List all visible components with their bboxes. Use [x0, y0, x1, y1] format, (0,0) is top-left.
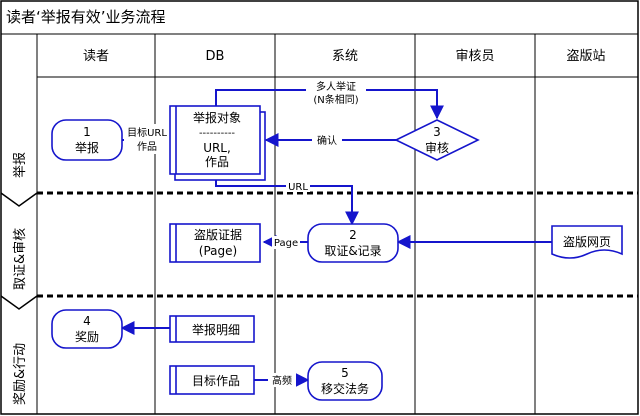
- db-label-evidence-page: (Page): [199, 244, 237, 258]
- db-detail-work: 作品: [205, 155, 229, 169]
- edge-label-bg: [306, 79, 366, 107]
- edge-label-bg: [272, 236, 300, 249]
- edge-label-n-same: (N条相同): [313, 93, 358, 106]
- edge-label-multi-evidence: 多人举证: [316, 80, 356, 93]
- phase-chevron: [0, 295, 38, 310]
- process-node-report: [51, 119, 123, 161]
- edge-label-bg: [312, 133, 342, 147]
- edge-label-high-frequency: 高频: [272, 374, 292, 387]
- row-label-report: 举报: [13, 152, 28, 178]
- db-record-report-object: [169, 105, 261, 175]
- db-record-target-work: [169, 365, 255, 395]
- edge-label-target-url: 目标URL: [127, 127, 167, 139]
- db-detail-url: URL,: [203, 141, 231, 155]
- document-node-pirate-page: [551, 225, 623, 259]
- db-record-report-detail: [169, 315, 255, 343]
- db-record-evidence: [169, 223, 261, 263]
- edge-label-confirm: 确认: [317, 134, 337, 147]
- db-label-evidence: 盗版证据: [194, 227, 242, 242]
- edge-object-to-record: [215, 174, 359, 226]
- process-node-record: [307, 223, 399, 263]
- node-number: 5: [341, 366, 349, 380]
- node-label-pirate-page: 盗版网页: [563, 234, 611, 249]
- db-label-report-object: 举报对象: [193, 110, 241, 125]
- column-header-pirate-site: 盗版站: [566, 48, 605, 64]
- edge-label-bg: [124, 124, 170, 154]
- column-header-reviewer: 审核员: [455, 49, 494, 64]
- row-label-evidence-review: 取证&审核: [13, 228, 28, 290]
- phase-chevron: [0, 192, 38, 207]
- row-label-reward-action: 奖励&行动: [13, 343, 28, 405]
- decision-node-review: [394, 119, 480, 161]
- node-number: 4: [83, 314, 91, 328]
- process-node-reward: [51, 309, 123, 349]
- diagram-title: 读者‘举报有效’业务流程: [6, 8, 166, 26]
- edge-label-bg: [268, 373, 296, 387]
- edge-label-page: Page: [274, 238, 298, 249]
- column-header-db: DB: [206, 49, 225, 64]
- edge-label-url: URL: [288, 182, 308, 193]
- node-label-reward: 奖励: [75, 330, 99, 344]
- db-separator: ----------: [199, 128, 235, 139]
- column-header-system: 系统: [332, 49, 358, 64]
- edge-label-work: 作品: [137, 141, 157, 153]
- node-number: 2: [349, 228, 357, 242]
- column-header-reader: 读者: [83, 49, 109, 64]
- node-label-review: 审核: [425, 140, 449, 155]
- edge-label-bg: [286, 180, 310, 192]
- node-label-record: 取证&记录: [324, 244, 381, 258]
- node-label-legal: 移交法务: [321, 381, 369, 396]
- node-number: 3: [433, 125, 441, 139]
- node-label-report: 举报: [75, 140, 99, 155]
- db-label-target-work: 目标作品: [192, 374, 240, 388]
- process-node-legal: [307, 361, 383, 401]
- node-number: 1: [83, 125, 91, 139]
- db-label-report-detail: 举报明细: [192, 322, 240, 337]
